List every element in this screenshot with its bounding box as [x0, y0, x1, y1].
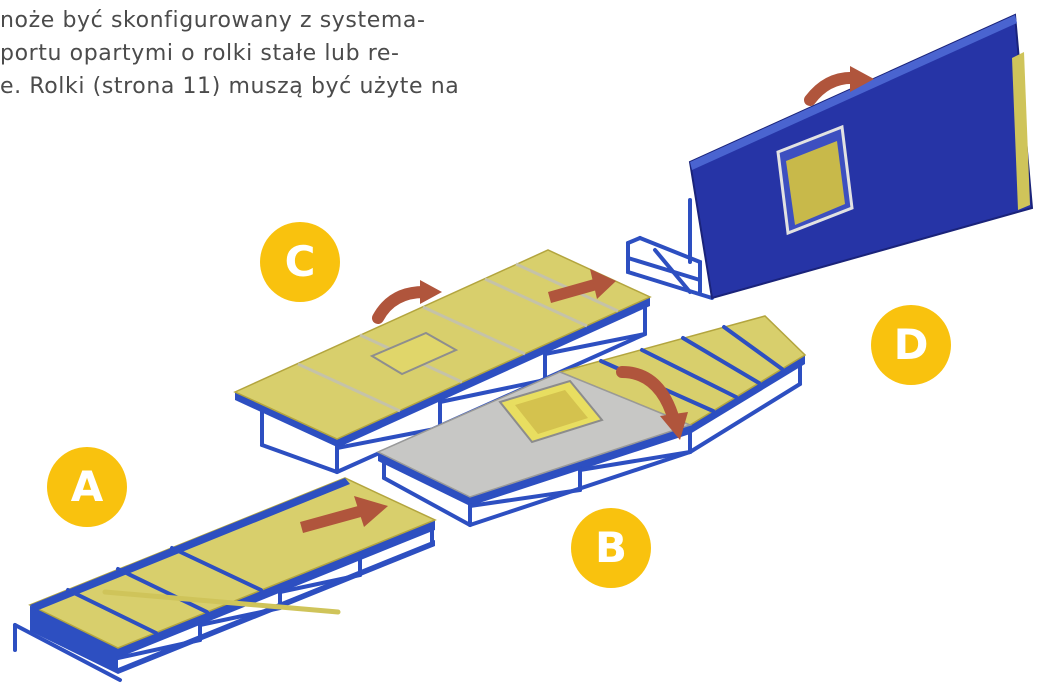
station-b-illustration — [376, 315, 807, 527]
station-b-flip-arrow — [616, 366, 680, 426]
text-line-1: noże być skonfigurowany z systema- — [0, 8, 426, 33]
station-c-badge: C — [260, 222, 340, 302]
station-d-arrow-head — [850, 66, 874, 92]
station-b-window — [515, 390, 588, 434]
station-c-move-arrow — [548, 279, 597, 303]
wall-panel-side-edge — [1012, 52, 1030, 210]
station-b-flip-arrow-head — [660, 412, 688, 440]
station-a-plank — [102, 589, 341, 615]
station-a-back-rail — [30, 478, 350, 611]
station-a-label: A — [70, 462, 104, 511]
station-b-frame — [378, 355, 805, 527]
station-a-badge: A — [47, 447, 127, 527]
station-d-illustration — [626, 13, 1034, 300]
wall-panel-top-edge — [690, 15, 1017, 170]
station-b-badge: B — [571, 508, 651, 588]
station-d-badge: D — [871, 305, 951, 385]
wall-panel — [688, 13, 1034, 300]
station-c-label: C — [284, 237, 316, 286]
body-text: noże być skonfigurowany z systema- portu… — [0, 4, 520, 103]
station-a-illustration — [13, 477, 437, 682]
station-c-window — [369, 331, 459, 376]
station-a-move-arrow-head — [354, 496, 388, 527]
station-a-move-arrow — [300, 506, 361, 533]
station-a-slats — [66, 546, 263, 635]
station-c-flip-arrow — [372, 286, 430, 324]
station-d-stand — [626, 198, 714, 300]
station-b-label: B — [594, 523, 627, 572]
station-d-label: D — [893, 320, 929, 369]
station-c-illustration — [233, 249, 652, 474]
station-c-move-arrow-head — [590, 269, 616, 299]
station-c-flip-arrow-head — [420, 280, 442, 304]
wall-panel-window — [786, 141, 845, 225]
text-line-3: e. Rolki (strona 11) muszą być użyte na — [0, 74, 460, 99]
text-line-2: portu opartymi o rolki stałe lub re- — [0, 41, 400, 66]
